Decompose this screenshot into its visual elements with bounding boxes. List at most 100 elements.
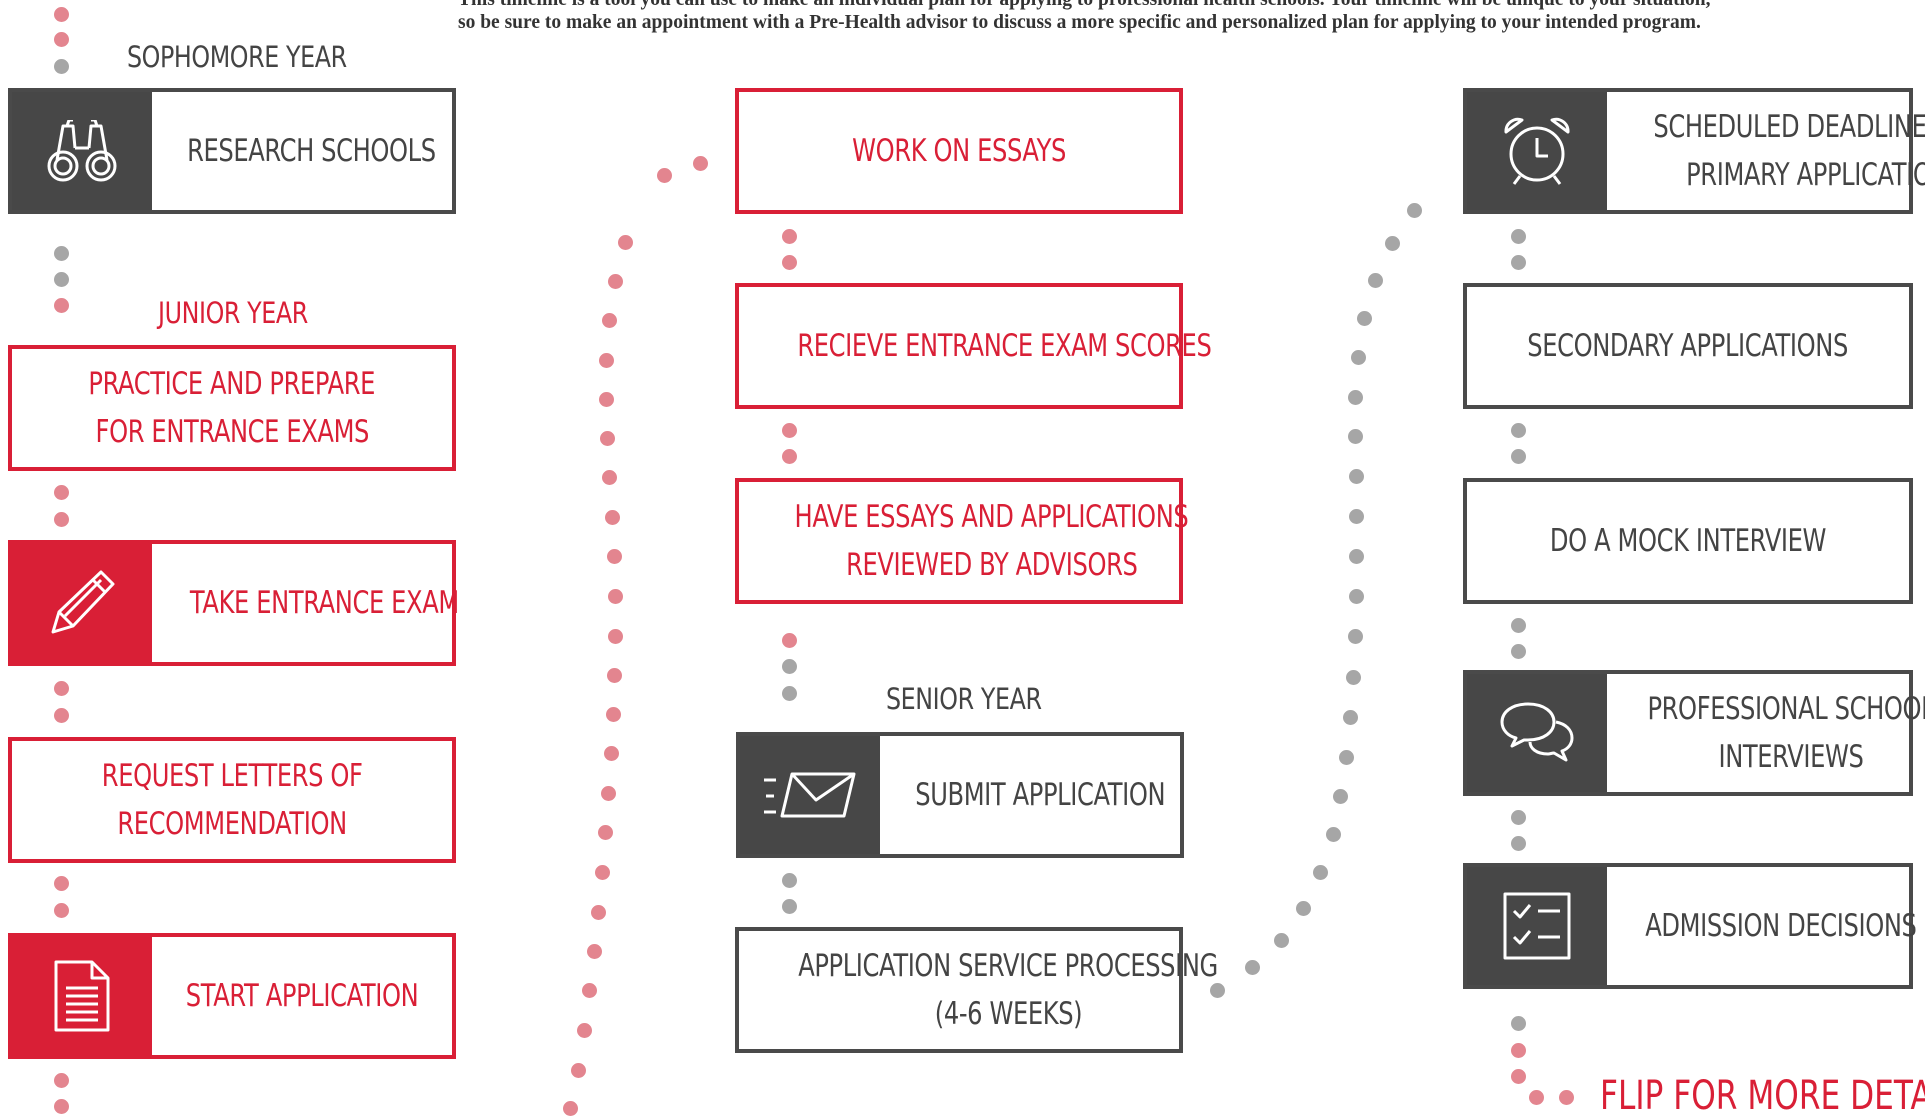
step-request-letters: REQUEST LETTERS OF RECOMMENDATION [8,737,456,863]
connector-dot [602,313,617,328]
start-application-label: START APPLICATION [185,978,419,1014]
connector-dot [599,353,614,368]
connector-dot [595,865,610,880]
connector-dot [587,944,602,959]
connector-dot [1348,390,1363,405]
connector-dot [1368,273,1383,288]
step-essay-review: HAVE ESSAYS AND APPLICATIONS REVIEWED BY… [735,478,1189,604]
connector-dot [1351,350,1366,365]
request-label-line1: REQUEST LETTERS OF [101,758,363,794]
connector-dot [1407,203,1422,218]
practice-label-line1: PRACTICE AND PREPARE [88,366,376,402]
connector-dot [1511,810,1526,825]
step-submit-application: SUBMIT APPLICATION [736,732,1184,858]
connector-dot [600,431,615,446]
connector-dot [582,983,597,998]
alarm-clock-icon [1467,92,1607,210]
connector-dot [782,659,797,674]
connector-dot [1348,629,1363,644]
connector-dot [602,470,617,485]
connector-dot [54,512,69,527]
connector-dot [601,786,616,801]
connector-dot [1385,236,1400,251]
connector-dot [1210,983,1225,998]
junior-year-heading: JUNIOR YEAR [158,296,308,330]
step-start-application: START APPLICATION [8,933,456,1059]
connector-dot [1357,311,1372,326]
deadline-label-line1: SCHEDULED DEADLINE FOR [1653,109,1925,145]
connector-dot [1296,901,1311,916]
connector-dot [1511,255,1526,270]
connector-dot [1511,644,1526,659]
intro-text: This timeline is a tool you can use to m… [458,0,1925,34]
connector-dot [1511,618,1526,633]
connector-dot [1348,429,1363,444]
connector-dot [608,629,623,644]
connector-dot [657,168,672,183]
step-take-exam: TAKE ENTRANCE EXAM [8,540,459,666]
connector-dot [608,274,623,289]
connector-dot [54,246,69,261]
document-icon [12,937,152,1055]
practice-label-line2: FOR ENTRANCE EXAMS [95,414,369,450]
connector-dot [1511,1043,1526,1058]
checklist-icon [1467,867,1607,985]
connector-dot [54,32,69,47]
processing-label-line1: APPLICATION SERVICE PROCESSING [798,948,1218,984]
admission-decisions-label: ADMISSION DECISIONS [1645,908,1917,944]
review-label-line2: REVIEWED BY ADVISORS [845,547,1138,583]
connector-dot [1313,865,1328,880]
connector-dot [54,485,69,500]
connector-dot [54,1099,69,1114]
connector-dot [1559,1090,1574,1105]
connector-dot [54,298,69,313]
deadline-label-line2: PRIMARY APPLICATION [1686,157,1925,193]
step-admission-decisions: ADMISSION DECISIONS [1463,863,1917,989]
connector-dot [54,681,69,696]
connector-dot [1511,449,1526,464]
connector-dot [54,59,69,74]
step-work-on-essays: WORK ON ESSAYS [735,88,1183,214]
interviews-label-line2: INTERVIEWS [1718,739,1864,775]
connector-dot [54,708,69,723]
step-professional-interviews: PROFESSIONAL SCHOOL INTERVIEWS [1463,670,1925,796]
connector-dot [782,899,797,914]
connector-dot [577,1023,592,1038]
step-secondary-applications: SECONDARY APPLICATIONS [1463,283,1913,409]
work-on-essays-label: WORK ON ESSAYS [852,133,1066,169]
connector-dot [54,1073,69,1088]
connector-dot [54,7,69,22]
connector-dot [1349,549,1364,564]
connector-dot [598,825,613,840]
connector-dot [782,229,797,244]
receive-scores-label: RECIEVE ENTRANCE EXAM SCORES [797,328,1212,364]
connector-dot [782,423,797,438]
connector-dot [54,272,69,287]
intro-line-2: so be sure to make an appointment with a… [458,12,1701,33]
envelope-icon [740,736,880,854]
flip-for-details-link[interactable]: FLIP FOR MORE DETAILS. [1600,1073,1925,1119]
secondary-applications-label: SECONDARY APPLICATIONS [1527,328,1849,364]
step-research-schools: RESEARCH SCHOOLS [8,88,456,214]
connector-dot [54,876,69,891]
connector-dot [1349,469,1364,484]
request-label-line2: RECOMMENDATION [117,806,347,842]
connector-dot [782,873,797,888]
pencil-icon [12,544,152,662]
connector-dot [1349,589,1364,604]
connector-dot [591,905,606,920]
step-application-processing: APPLICATION SERVICE PROCESSING (4-6 WEEK… [735,927,1218,1053]
sophomore-year-heading: SOPHOMORE YEAR [127,40,347,74]
connector-dot [1343,710,1358,725]
take-exam-label: TAKE ENTRANCE EXAM [189,585,459,621]
connector-dot [605,510,620,525]
connector-dot [1511,1069,1526,1084]
connector-dot [618,235,633,250]
connector-dot [571,1063,586,1078]
connector-dot [563,1101,578,1116]
research-schools-label: RESEARCH SCHOOLS [187,133,436,169]
chat-bubbles-icon [1467,674,1607,792]
connector-dot [1511,1016,1526,1031]
submit-application-label: SUBMIT APPLICATION [915,777,1166,813]
connector-dot [782,449,797,464]
